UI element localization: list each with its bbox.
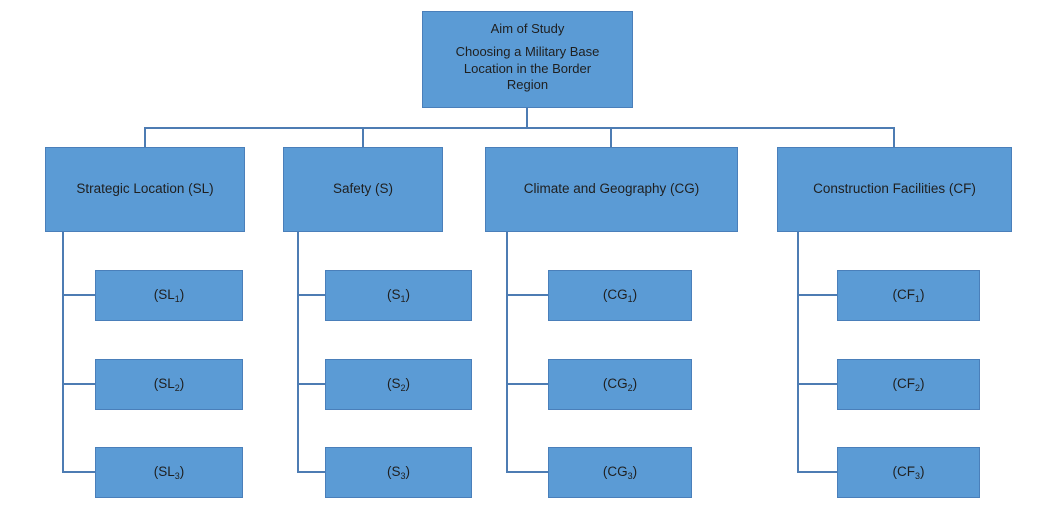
- label-subscript: 3: [627, 471, 633, 482]
- connector-cf-trunk-line: [797, 232, 799, 473]
- label-suffix: ): [632, 287, 638, 303]
- label-subscript: 3: [174, 471, 180, 482]
- subcriterion-box-sl2: (SL2): [95, 359, 243, 410]
- label-subscript: 1: [174, 294, 180, 305]
- connector-sl1-elbow-line: [62, 294, 95, 296]
- label-suffix: ): [405, 464, 411, 480]
- label-suffix: ): [920, 464, 925, 480]
- connector-stub-s-line: [362, 127, 364, 147]
- label-prefix: (SL: [153, 376, 175, 392]
- subcriterion-label: (CG1): [603, 287, 637, 304]
- criterion-label: Climate and Geography (CG): [523, 181, 700, 197]
- label-subscript: 2: [174, 383, 180, 394]
- subcriterion-box-sl1: (SL1): [95, 270, 243, 321]
- label-prefix: (SL: [153, 287, 175, 303]
- label-suffix: ): [179, 464, 185, 480]
- subcriterion-box-cg3: (CG3): [548, 447, 692, 498]
- label-prefix: (CG: [602, 464, 628, 480]
- label-suffix: ): [405, 287, 411, 303]
- label-prefix: (CF: [892, 287, 915, 303]
- label-subscript: 1: [627, 294, 633, 305]
- label-prefix: (CF: [892, 464, 915, 480]
- subcriterion-label: (SL2): [154, 376, 185, 393]
- subcriterion-box-cf2: (CF2): [837, 359, 980, 410]
- criterion-label: Strategic Location (SL): [76, 181, 214, 197]
- connector-stub-cg-line: [610, 127, 612, 147]
- label-prefix: (SL: [153, 464, 175, 480]
- connector-s-trunk-line: [297, 232, 299, 473]
- connector-horizontal-line: [144, 127, 894, 129]
- connector-s3-elbow-line: [297, 471, 325, 473]
- connector-sl3-elbow-line: [62, 471, 95, 473]
- aim-of-study-title: Aim of Study: [490, 21, 565, 36]
- label-prefix: (S: [386, 376, 401, 392]
- criterion-label: Construction Facilities (CF): [813, 181, 976, 197]
- connector-cg2-elbow-line: [506, 383, 548, 385]
- label-subscript: 2: [400, 383, 406, 394]
- label-suffix: ): [632, 376, 638, 392]
- connector-s2-elbow-line: [297, 383, 325, 385]
- subcriterion-label: (SL1): [154, 287, 185, 304]
- connector-stub-cf-line: [893, 127, 895, 147]
- connector-cg3-elbow-line: [506, 471, 548, 473]
- label-suffix: ): [920, 376, 925, 392]
- label-prefix: (S: [386, 287, 401, 303]
- subcriterion-box-sl3: (SL3): [95, 447, 243, 498]
- label-suffix: ): [920, 287, 925, 303]
- label-prefix: (CG: [602, 287, 628, 303]
- subcriterion-box-cf1: (CF1): [837, 270, 980, 321]
- connector-cf1-elbow-line: [797, 294, 837, 296]
- subcriterion-label: (CF2): [892, 376, 924, 393]
- subcriterion-box-s1: (S1): [325, 270, 472, 321]
- subcriterion-label: (CG2): [603, 376, 637, 393]
- subcriterion-box-cg2: (CG2): [548, 359, 692, 410]
- label-subscript: 3: [400, 471, 406, 482]
- criterion-box-climate-geography: Climate and Geography (CG): [485, 147, 738, 232]
- connector-cf2-elbow-line: [797, 383, 837, 385]
- criterion-box-strategic-location: Strategic Location (SL): [45, 147, 245, 232]
- connector-stub-sl-line: [144, 127, 146, 147]
- label-subscript: 3: [914, 471, 920, 482]
- subcriterion-box-s2: (S2): [325, 359, 472, 410]
- label-subscript: 1: [400, 294, 406, 305]
- aim-of-study-box: Aim of Study Choosing a Military Base Lo…: [422, 11, 633, 108]
- connector-root-stub-line: [526, 108, 528, 128]
- subcriterion-label: (CF3): [892, 464, 924, 481]
- subcriterion-label: (S3): [387, 464, 410, 481]
- label-subscript: 2: [627, 383, 633, 394]
- subcriterion-label: (S1): [387, 287, 410, 304]
- label-suffix: ): [179, 287, 185, 303]
- label-suffix: ): [405, 376, 411, 392]
- connector-sl-trunk-line: [62, 232, 64, 473]
- connector-cg1-elbow-line: [506, 294, 548, 296]
- label-prefix: (CG: [602, 376, 628, 392]
- label-prefix: (CF: [892, 376, 915, 392]
- connector-s1-elbow-line: [297, 294, 325, 296]
- criterion-box-safety: Safety (S): [283, 147, 443, 232]
- subcriterion-label: (CF1): [892, 287, 924, 304]
- aim-of-study-subtitle: Choosing a Military Base Location in the…: [455, 44, 600, 92]
- label-prefix: (S: [386, 464, 401, 480]
- label-subscript: 2: [914, 383, 920, 394]
- criterion-label: Safety (S): [332, 181, 394, 197]
- connector-sl2-elbow-line: [62, 383, 95, 385]
- connector-cf3-elbow-line: [797, 471, 837, 473]
- subcriterion-label: (CG3): [603, 464, 637, 481]
- subcriterion-box-cg1: (CG1): [548, 270, 692, 321]
- subcriterion-label: (S2): [387, 376, 410, 393]
- subcriterion-box-s3: (S3): [325, 447, 472, 498]
- subcriterion-label: (SL3): [154, 464, 185, 481]
- label-suffix: ): [632, 464, 638, 480]
- subcriterion-box-cf3: (CF3): [837, 447, 980, 498]
- label-subscript: 1: [914, 294, 920, 305]
- label-suffix: ): [179, 376, 185, 392]
- criterion-box-construction-facilities: Construction Facilities (CF): [777, 147, 1012, 232]
- connector-cg-trunk-line: [506, 232, 508, 473]
